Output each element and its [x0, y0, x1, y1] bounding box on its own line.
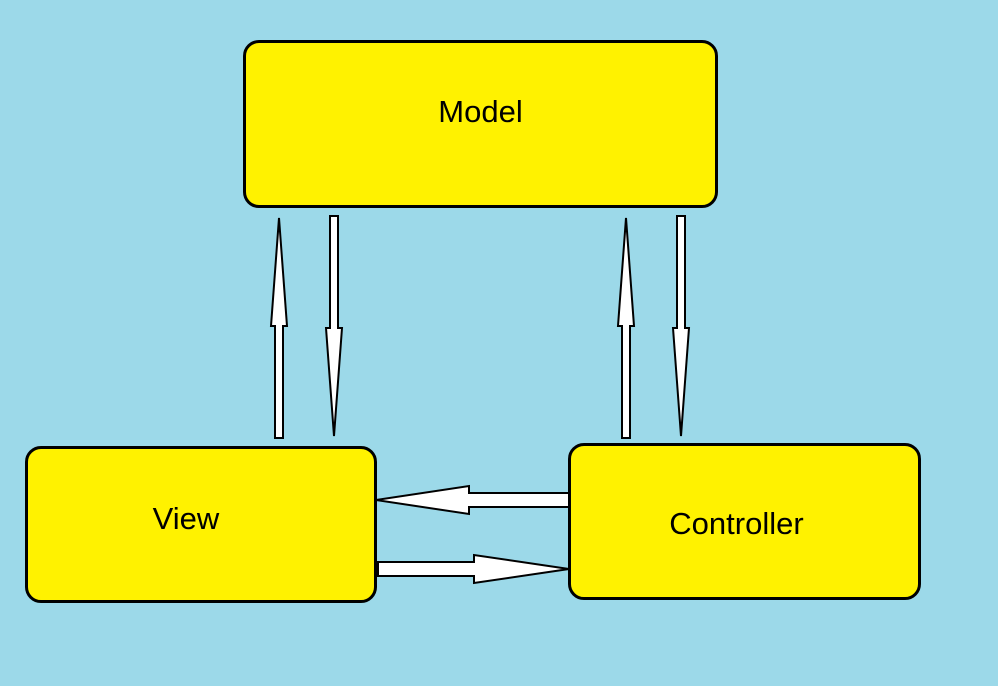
arrow-model-to-controller [671, 215, 691, 437]
arrow-view-to-model [269, 217, 289, 439]
view-box: View [25, 446, 377, 603]
arrow-model-to-view [324, 215, 344, 437]
arrow-view-to-controller [377, 553, 570, 585]
view-label: View [152, 500, 220, 536]
model-label: Model [438, 94, 523, 129]
model-box: Model [243, 40, 718, 208]
controller-label: Controller [669, 505, 804, 541]
arrow-controller-to-view [375, 484, 570, 516]
arrow-controller-to-model [616, 217, 636, 439]
controller-box: Controller [568, 443, 921, 600]
